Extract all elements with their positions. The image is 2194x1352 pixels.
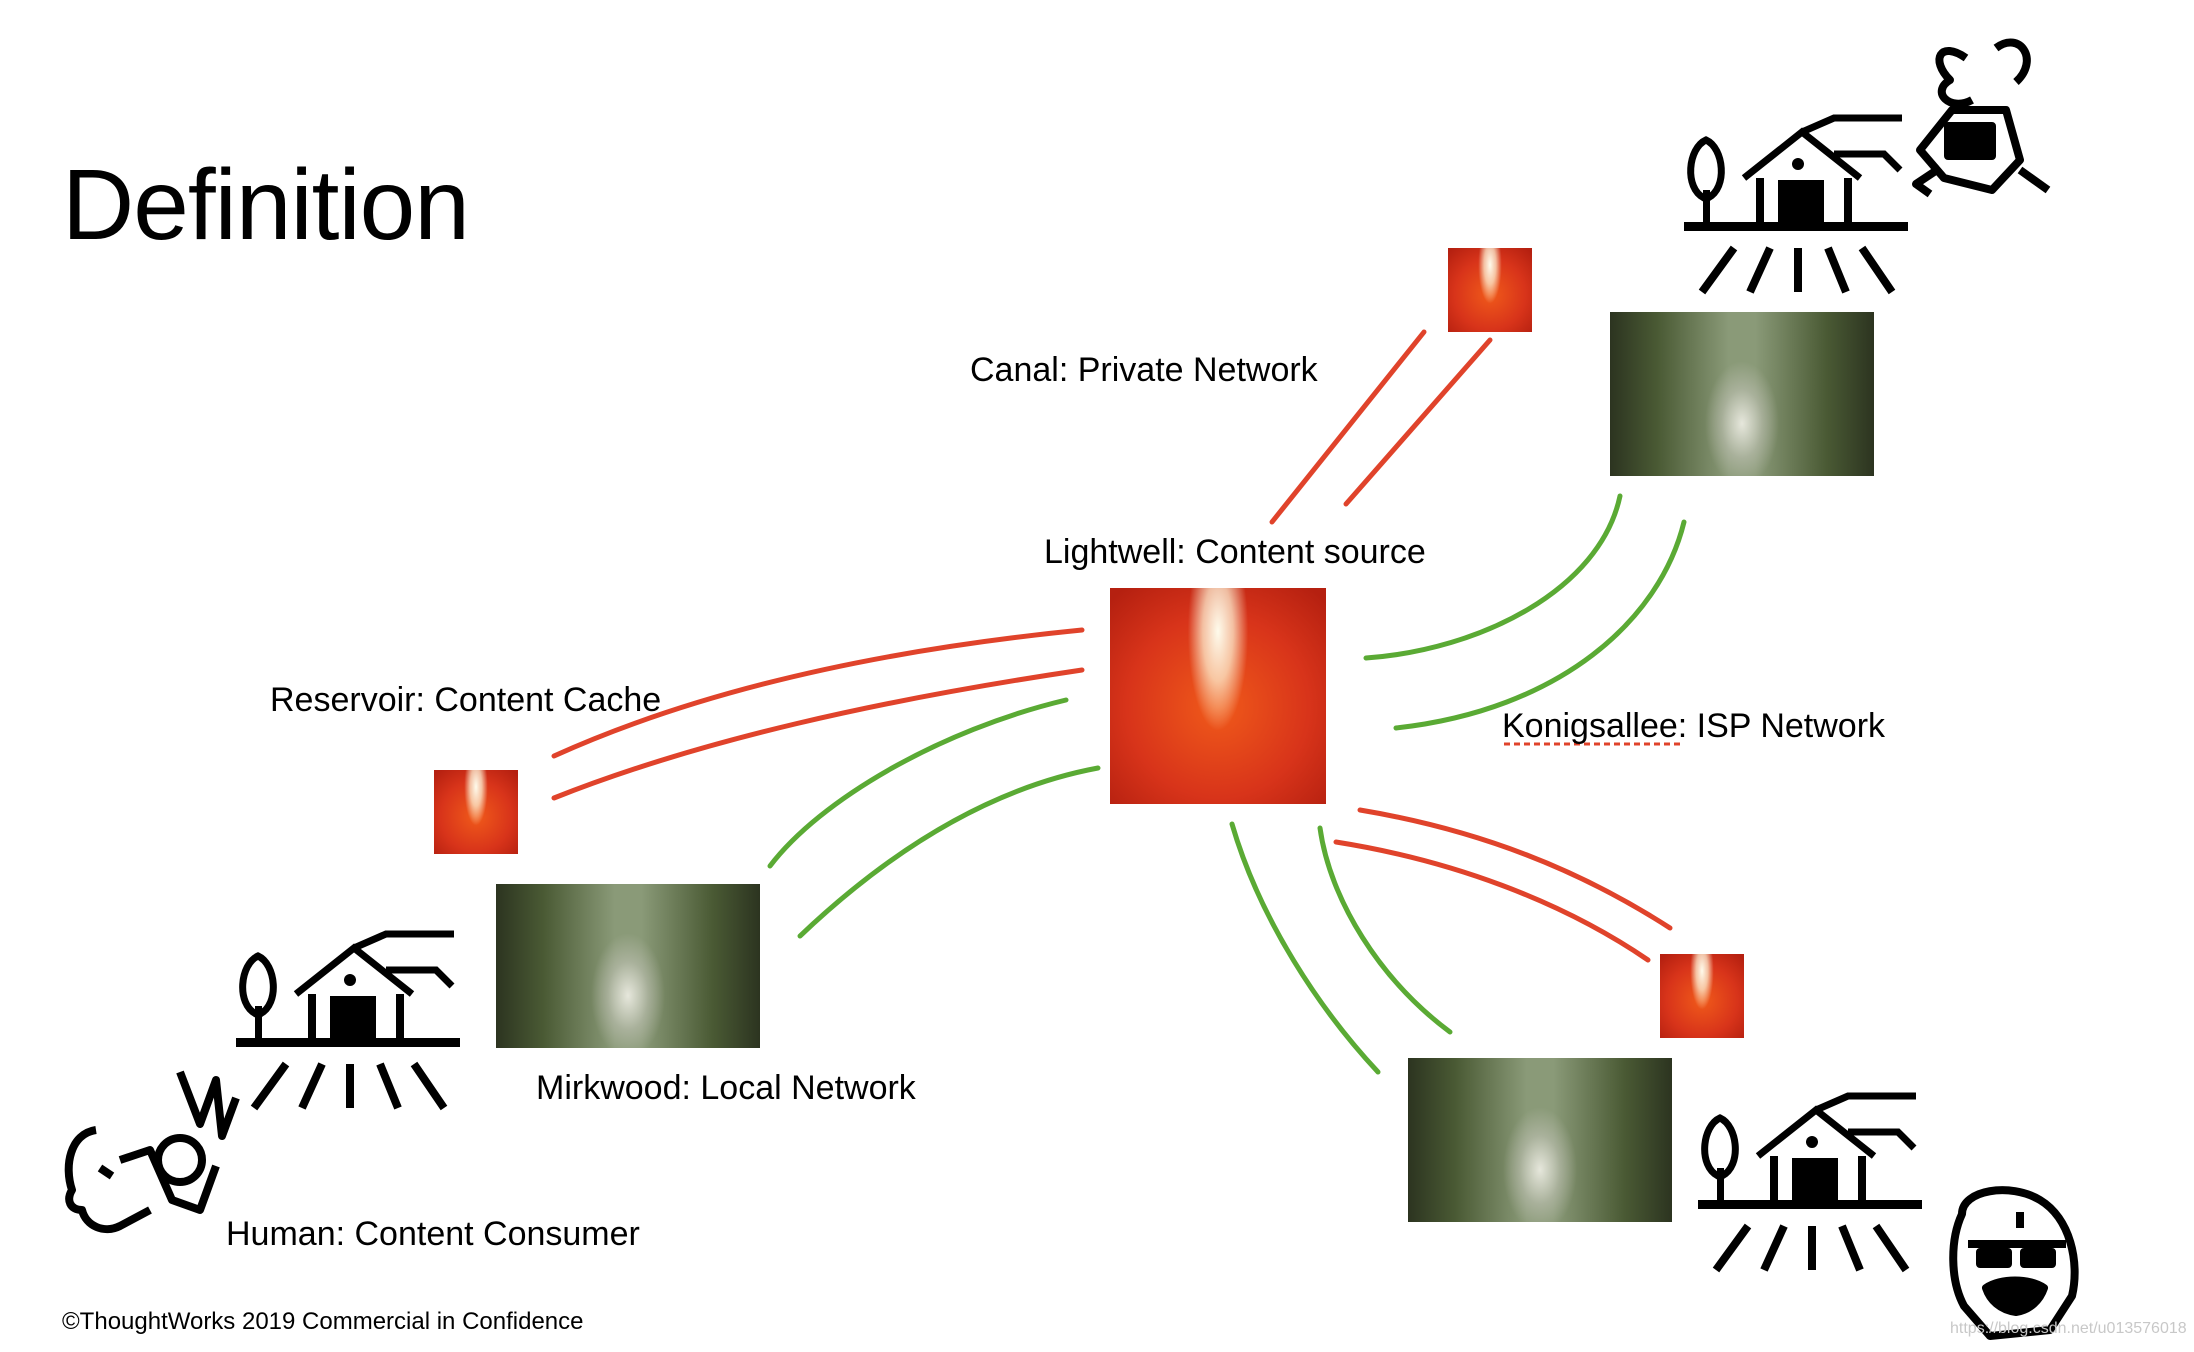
isp-network-links [767, 493, 1687, 1075]
farm-icon-bottom [1698, 1096, 1922, 1270]
canal-label: Canal: Private Network [970, 351, 1318, 389]
lightwell-image-right [1660, 954, 1744, 1038]
link-bottom-1 [1229, 821, 1381, 1075]
link-right-2 [1333, 839, 1651, 963]
link-canal-1 [1269, 329, 1427, 525]
lightwell-label: Lightwell: Content source [1044, 533, 1426, 571]
lightwell-image-top [1448, 248, 1532, 332]
person-icon-chief [64, 1070, 240, 1234]
farm-icon-left [236, 934, 460, 1108]
person-icon-knight [1912, 38, 2051, 198]
private-network-links [551, 329, 1673, 963]
link-isp-2 [1393, 519, 1687, 731]
link-bottom-2 [1317, 825, 1453, 1035]
footer-copyright: ©ThoughtWorks 2019 Commercial in Confide… [62, 1308, 584, 1335]
link-isp-1 [1363, 493, 1623, 661]
forest-image-bottom [1408, 1058, 1672, 1222]
lightwell-image-left [434, 770, 518, 854]
forest-image-top [1610, 312, 1874, 476]
link-right-1 [1357, 807, 1673, 931]
source-watermark: https://blog.csdn.net/u013576018 [1950, 1320, 2187, 1337]
reservoir-label: Reservoir: Content Cache [270, 681, 662, 719]
slide-title: Definition [62, 149, 470, 261]
lightwell-image-center [1110, 588, 1326, 804]
link-local-2 [797, 765, 1101, 939]
link-reservoir-1 [551, 627, 1085, 759]
link-reservoir-2 [551, 667, 1085, 801]
person-icon-warrior [1949, 1186, 2079, 1340]
mirkwood-label: Mirkwood: Local Network [536, 1069, 916, 1107]
konigsallee-label: Konigsallee: ISP Network [1502, 707, 1886, 745]
link-local-1 [767, 697, 1069, 869]
link-canal-2 [1343, 337, 1493, 507]
human-label: Human: Content Consumer [226, 1215, 640, 1253]
farm-icon-top [1684, 118, 1908, 292]
forest-image-left [496, 884, 760, 1048]
